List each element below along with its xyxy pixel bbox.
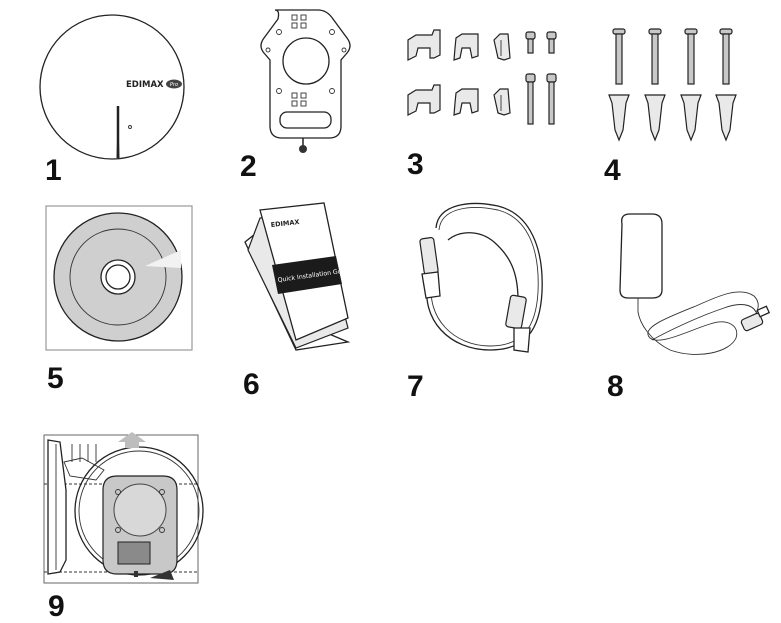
item-9: 9 bbox=[0, 400, 220, 622]
installation-diagram-icon bbox=[43, 432, 204, 584]
access-point-brand: EDIMAX bbox=[126, 80, 164, 90]
item-number-2: 2 bbox=[240, 150, 257, 183]
item-number-5: 5 bbox=[47, 362, 64, 395]
item-7: 7 bbox=[390, 200, 590, 403]
item-number-7: 7 bbox=[407, 370, 424, 403]
item-3: 3 bbox=[390, 0, 590, 200]
power-adapter-icon bbox=[619, 213, 771, 355]
ethernet-cable-icon bbox=[419, 202, 543, 353]
item-number-3: 3 bbox=[407, 148, 424, 181]
item-number-4: 4 bbox=[604, 154, 621, 187]
item-8: 8 bbox=[590, 200, 781, 403]
clips-and-screws-icon bbox=[407, 29, 557, 125]
item-number-6: 6 bbox=[243, 368, 260, 401]
quick-guide-icon: EDIMAX Quick Installation Guide bbox=[244, 202, 352, 351]
item-6: EDIMAX Quick Installation Guide 6 bbox=[200, 200, 390, 400]
item-number-8: 8 bbox=[607, 370, 624, 403]
access-point-sub: Pro bbox=[170, 82, 178, 88]
item-1: EDIMAX Pro 1 bbox=[0, 0, 200, 200]
item-number-9: 9 bbox=[48, 590, 65, 623]
screws-and-anchors-icon bbox=[608, 28, 737, 142]
item-number-1: 1 bbox=[45, 154, 62, 187]
cd-disc-icon bbox=[45, 205, 193, 351]
guide-brand: EDIMAX bbox=[270, 218, 299, 229]
item-5: 5 bbox=[0, 200, 200, 400]
item-2: 2 bbox=[200, 0, 380, 200]
mounting-bracket-icon bbox=[260, 9, 351, 153]
access-point-icon: EDIMAX Pro bbox=[39, 14, 185, 160]
item-4: 4 bbox=[590, 0, 781, 200]
